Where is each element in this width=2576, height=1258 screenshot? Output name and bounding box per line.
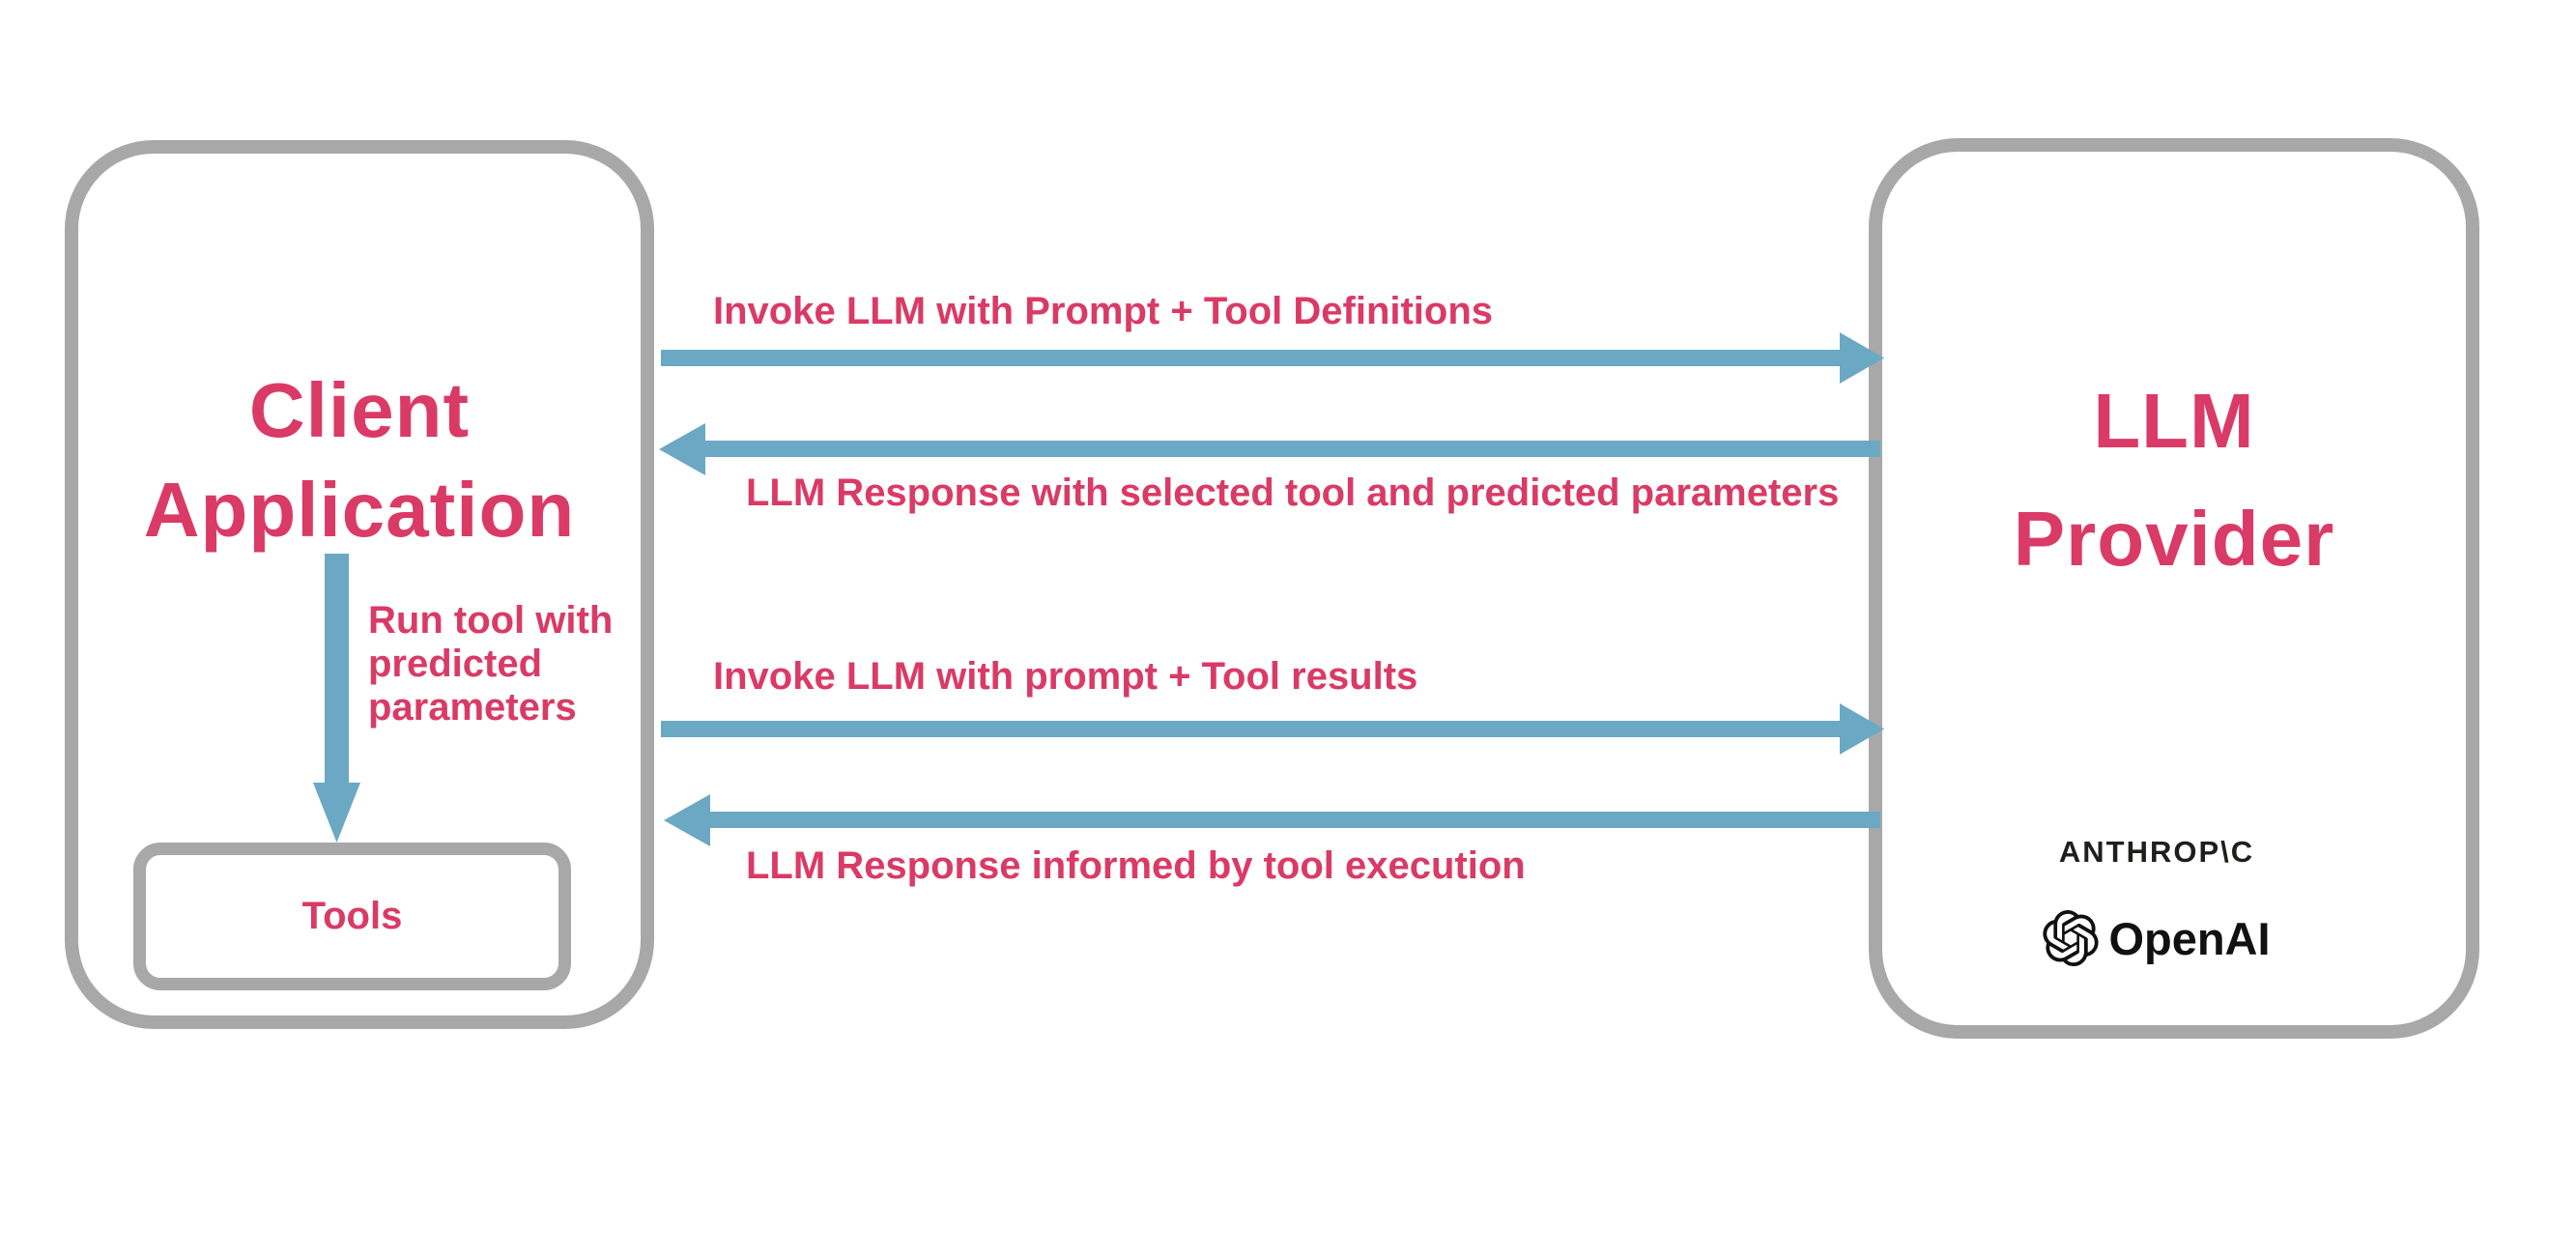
llm-title-line2: Provider [2013, 496, 2335, 582]
tools-box: Tools [133, 843, 571, 990]
label-llm-response-2: LLM Response informed by tool execution [746, 844, 1526, 887]
client-application-title: Client Application [65, 360, 654, 559]
client-title-line1: Client [248, 367, 471, 453]
llm-provider-title: LLM Provider [1869, 362, 2479, 598]
label-run-tool: Run tool with predicted parameters [368, 599, 614, 729]
anthropic-logo: ANTHROP\C [2058, 835, 2255, 869]
llm-provider-box [1869, 138, 2479, 1039]
llm-response-arrow-2 [664, 794, 1880, 846]
llm-response-arrow-1 [659, 423, 1880, 475]
openai-logo: OpenAI [1851, 909, 2462, 967]
openai-wordmark: OpenAI [2108, 912, 2271, 964]
label-llm-response-1: LLM Response with selected tool and pred… [746, 472, 1840, 514]
label-invoke-llm-2: Invoke LLM with prompt + Tool results [713, 655, 1418, 698]
label-invoke-llm-1: Invoke LLM with Prompt + Tool Definition… [713, 290, 1494, 332]
invoke-llm-arrow-2 [661, 703, 1884, 755]
tools-label: Tools [301, 895, 403, 937]
client-title-line2: Application [143, 467, 576, 553]
invoke-llm-arrow-1 [661, 332, 1884, 384]
openai-logo-icon [2043, 910, 2099, 966]
llm-title-line1: LLM [2093, 378, 2255, 464]
